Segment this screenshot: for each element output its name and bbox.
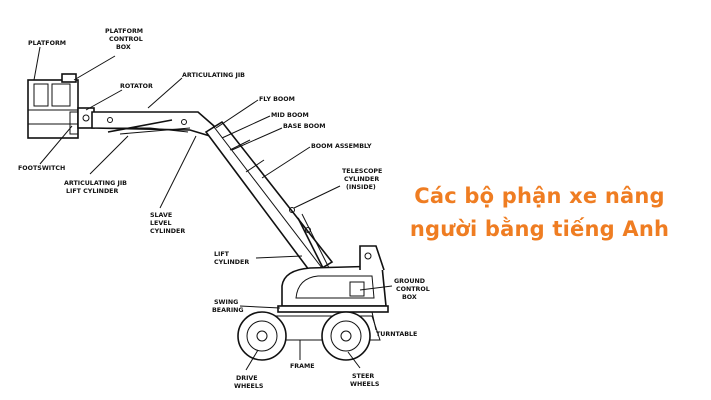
steer-wheels <box>321 311 371 361</box>
label-slave-level-cylinder-3: CYLINDER <box>150 228 185 235</box>
title-line-1: Các bộ phận xe nâng <box>414 184 665 208</box>
label-swing-bearing-1: SWING <box>214 299 238 306</box>
label-drive-wheels-2: WHEELS <box>234 383 264 390</box>
label-turntable: TURNTABLE <box>376 331 417 338</box>
label-lift-cylinder-2: CYLINDER <box>214 259 249 266</box>
label-base-boom: BASE BOOM <box>283 123 325 130</box>
label-ground-control-box-1: GROUND <box>394 278 425 285</box>
label-jib-lift-cylinder-1: ARTICULATING JIB <box>64 180 127 187</box>
leader-lines <box>33 46 393 371</box>
drive-wheels <box>237 311 287 361</box>
label-telescope-cylinder-1: TELESCOPE <box>342 168 382 175</box>
label-articulating-jib: ARTICULATING JIB <box>182 72 245 79</box>
label-mid-boom: MID BOOM <box>271 112 309 119</box>
label-swing-bearing-2: BEARING <box>212 307 244 314</box>
label-slave-level-cylinder-2: LEVEL <box>150 220 172 227</box>
label-platform-control-box-1: PLATFORM <box>105 28 143 35</box>
label-platform: PLATFORM <box>28 40 66 47</box>
label-frame: FRAME <box>290 363 315 370</box>
label-platform-control-box-3: BOX <box>116 44 131 51</box>
label-steer-wheels-1: STEER <box>352 373 374 380</box>
boom-assembly <box>204 120 334 276</box>
label-ground-control-box-3: BOX <box>402 294 417 301</box>
label-footswitch: FOOTSWITCH <box>18 165 65 172</box>
jib-lift-cylinder <box>107 119 191 135</box>
label-jib-lift-cylinder-2: LIFT CYLINDER <box>66 188 118 195</box>
label-slave-level-cylinder-1: SLAVE <box>150 212 172 219</box>
label-fly-boom: FLY BOOM <box>259 96 295 103</box>
part-labels: PLATFORM PLATFORM CONTROL BOX ROTATOR AR… <box>18 28 430 390</box>
title-line-2: người bằng tiếng Anh <box>409 217 670 241</box>
page-title: Các bộ phận xe nâng người bằng tiếng Anh <box>382 180 697 246</box>
label-telescope-cylinder-2: CYLINDER <box>344 176 379 183</box>
machine-drawing <box>27 73 389 361</box>
label-lift-cylinder-1: LIFT <box>214 251 230 258</box>
label-platform-control-box-2: CONTROL <box>109 36 143 43</box>
label-rotator: ROTATOR <box>120 83 153 90</box>
label-drive-wheels-1: DRIVE <box>236 375 258 382</box>
lift-cylinder <box>297 213 331 275</box>
label-steer-wheels-2: WHEELS <box>350 381 380 388</box>
label-telescope-cylinder-3: (INSIDE) <box>346 184 376 191</box>
label-ground-control-box-2: CONTROL <box>396 286 430 293</box>
label-boom-assembly: BOOM ASSEMBLY <box>311 143 372 150</box>
